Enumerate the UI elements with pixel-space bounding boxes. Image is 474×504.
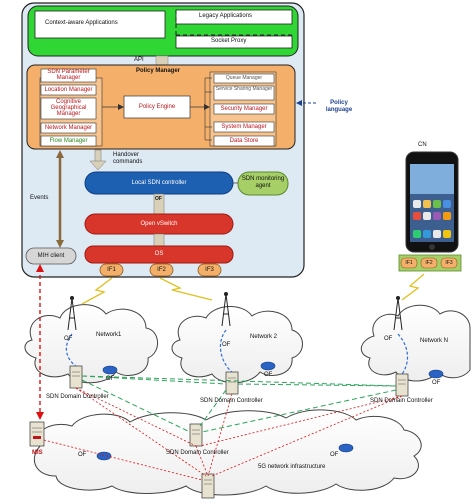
legacy-label: Legacy Applications	[199, 13, 253, 19]
server-icon-net2	[225, 371, 239, 395]
monitoring-agent	[237, 171, 289, 196]
cn-label: CN	[418, 142, 427, 148]
of-label-netN-switch: OF	[432, 380, 441, 386]
cn-if2-label: IF2	[425, 260, 433, 266]
policy-language-label: Policy language	[325, 100, 353, 113]
api-label: API	[134, 57, 144, 63]
queue-manager: Queue Manager	[225, 75, 263, 81]
if2-label: IF2	[157, 267, 166, 273]
if3-label: IF3	[205, 267, 214, 273]
if1-label: IF1	[107, 267, 116, 273]
policy-engine: Policy Engine	[138, 104, 176, 110]
net1-controller-label: SDN Domain Controller	[46, 394, 109, 400]
local-sdn-controller-label: Local SDN controller	[131, 180, 187, 186]
server-icon-netN	[395, 373, 409, 397]
events-label: Events	[30, 195, 49, 201]
context-aware-label: Context-aware Applications	[45, 20, 118, 26]
of-label-netN-tower: OF	[384, 336, 393, 342]
server-icon-core	[189, 423, 203, 447]
sdn-parameter-manager: SDN Parameter Manager	[47, 69, 90, 81]
cn-if1-label: IF1	[405, 260, 413, 266]
mis-label: MIS	[32, 450, 43, 456]
core-cloud	[34, 409, 422, 496]
cn-if3-label: IF3	[445, 260, 453, 266]
netN-controller-label: SDN Domain Controller	[370, 398, 433, 404]
network2-cloud	[171, 306, 303, 384]
mis-server-icon	[29, 421, 45, 447]
context-aware-box	[34, 10, 166, 39]
phone-icon	[405, 151, 459, 253]
of-label-net2-switch: OF	[264, 372, 273, 378]
network2-label: Network 2	[250, 334, 278, 340]
core-controller-label: SDN Domain Controller	[166, 450, 229, 456]
networkN-cloud	[360, 304, 471, 382]
of-label-net2-tower: OF	[222, 342, 231, 348]
mih-client	[25, 247, 77, 265]
location-manager: Location Manager	[44, 87, 93, 93]
of-label-core-left: OF	[78, 452, 87, 458]
monitoring-agent-label: SDN monitoring agent	[241, 176, 285, 189]
server-icon-bottom	[201, 473, 215, 499]
socket-proxy-box	[175, 35, 293, 49]
of-label-net1-tower: OF	[64, 336, 73, 342]
policy-manager-title: Policy Manager	[136, 68, 181, 74]
service-sharing-manager: Service Sharing Manager	[215, 86, 273, 92]
server-icon-net1	[69, 365, 83, 389]
networkN-label: Network N	[420, 338, 449, 344]
os-label: OS	[154, 251, 164, 257]
flow-manager: Flow Manager	[49, 138, 88, 144]
network1-label: Network1	[96, 332, 122, 338]
of-label-net1-switch: OF	[106, 376, 115, 382]
network-manager: Network Manager	[44, 125, 93, 131]
network1-cloud	[24, 304, 158, 384]
data-store: Data Store	[229, 138, 259, 144]
mih-client-label: MIH client	[37, 253, 65, 259]
os-layer	[84, 245, 234, 264]
of-connector-label: OF	[155, 196, 162, 202]
socket-proxy-label: Socket Proxy	[211, 38, 247, 44]
net2-controller-label: SDN Domain Controller	[200, 398, 263, 404]
open-vswitch-label: Open vSwitch	[140, 221, 178, 227]
handover-commands-label: Handover commands	[113, 152, 143, 165]
cognitive-geographical-manager: Cognitive Geographical Manager	[50, 99, 87, 117]
infrastructure-label: 5G network infrastructure	[258, 464, 326, 470]
system-manager: System Manager	[221, 124, 267, 130]
of-label-core-right: OF	[330, 452, 339, 458]
security-manager: Security Manager	[220, 106, 268, 112]
